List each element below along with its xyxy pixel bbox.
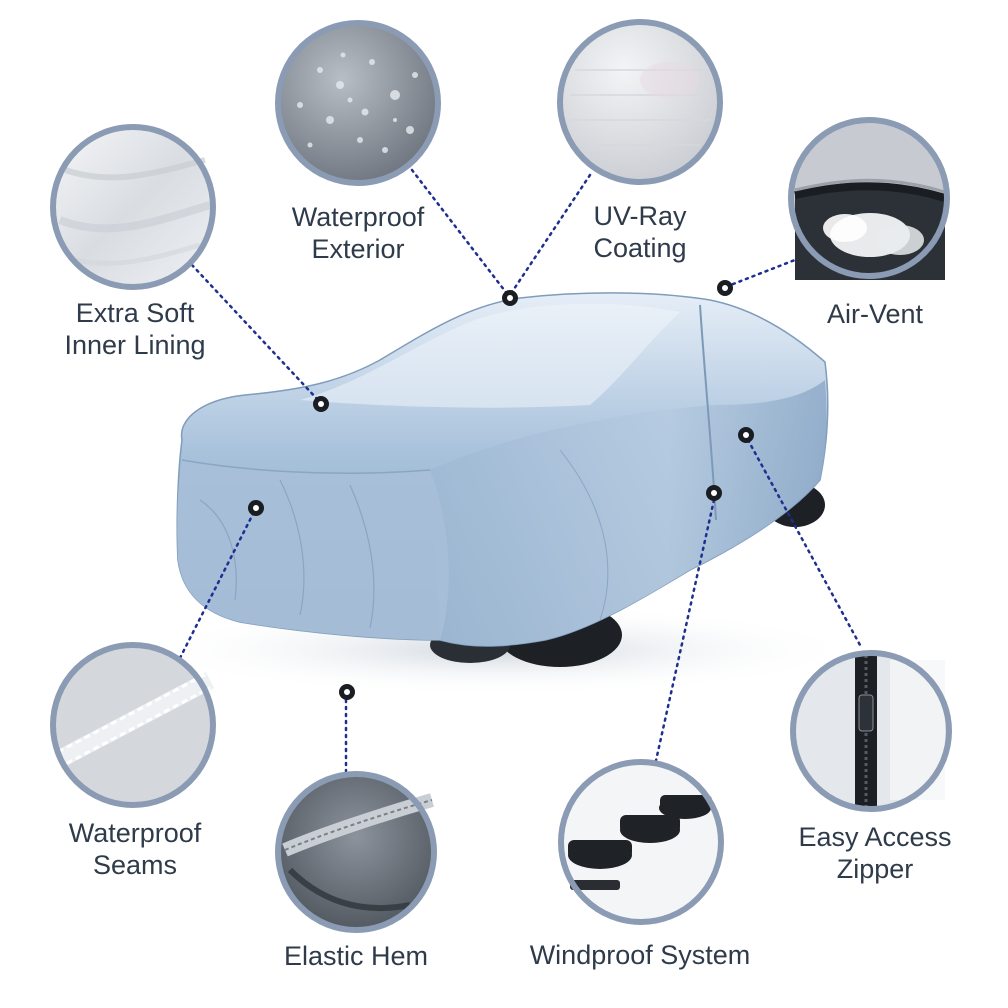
soft-fabric-icon <box>50 124 216 290</box>
anchor-dots <box>248 280 754 700</box>
feature-label-uv-ray-coating: UV-Ray Coating <box>593 201 687 263</box>
feature-label-waterproof-exterior: Waterproof Exterior <box>291 202 425 264</box>
leader-lines <box>178 168 862 780</box>
water-droplets-icon <box>275 20 441 186</box>
leader-line-windproof-system <box>653 498 716 767</box>
feature-label-air-vent: Air-Vent <box>826 299 924 329</box>
leader-line-extra-soft-inner-lining <box>190 263 320 402</box>
feature-label-easy-access-zipper: Easy Access Zipper <box>798 822 952 884</box>
anchor-dot-elastic-hem <box>339 684 355 700</box>
seam-stitch-icon <box>50 642 216 808</box>
feature-label-waterproof-seams: Waterproof Seams <box>68 818 202 880</box>
anchor-dot-waterproof-exterior <box>502 290 518 306</box>
leader-line-air-vent <box>726 256 802 288</box>
anchor-dot-waterproof-seams <box>248 500 264 516</box>
feature-label-extra-soft-inner-lining: Extra Soft Inner Lining <box>64 298 206 360</box>
air-vent-icon <box>788 117 950 280</box>
anchor-dot-air-vent <box>717 280 733 296</box>
feature-label-elastic-hem: Elastic Hem <box>283 941 429 971</box>
elastic-hem-icon <box>275 771 437 933</box>
feature-label-windproof-system: Windproof System <box>529 940 751 970</box>
anchor-dot-extra-soft-inner-lining <box>313 396 329 412</box>
anchor-dot-windproof-system <box>706 485 722 501</box>
covered-car <box>176 292 829 667</box>
fabric-texture-icon <box>557 19 723 185</box>
strap-buckle-icon <box>558 759 724 925</box>
anchor-dot-easy-access-zipper <box>738 427 754 443</box>
zipper-icon <box>790 650 952 812</box>
leader-line-waterproof-seams <box>178 508 257 660</box>
leader-line-waterproof-exterior <box>410 168 510 297</box>
leader-line-uv-ray-coating <box>510 173 592 294</box>
